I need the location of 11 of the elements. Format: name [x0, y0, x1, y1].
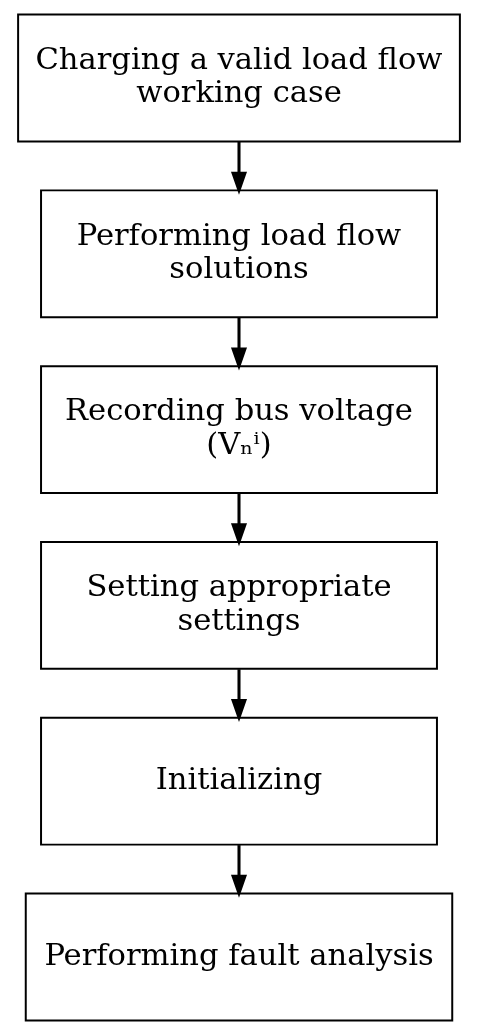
node-box: Initializing	[40, 716, 438, 846]
arrow	[230, 669, 248, 722]
node-box: Performing fault analysis	[24, 892, 454, 1022]
arrow	[230, 845, 248, 898]
node-box: Recording bus voltage (Vₙⁱ)	[40, 365, 438, 495]
arrow	[230, 141, 248, 195]
node-box: Charging a valid load flow working case	[17, 13, 461, 143]
node-box: Performing load flow solutions	[40, 189, 438, 319]
node-box: Setting appropriate settings	[40, 540, 438, 670]
arrow	[230, 493, 248, 547]
arrow	[230, 317, 248, 371]
